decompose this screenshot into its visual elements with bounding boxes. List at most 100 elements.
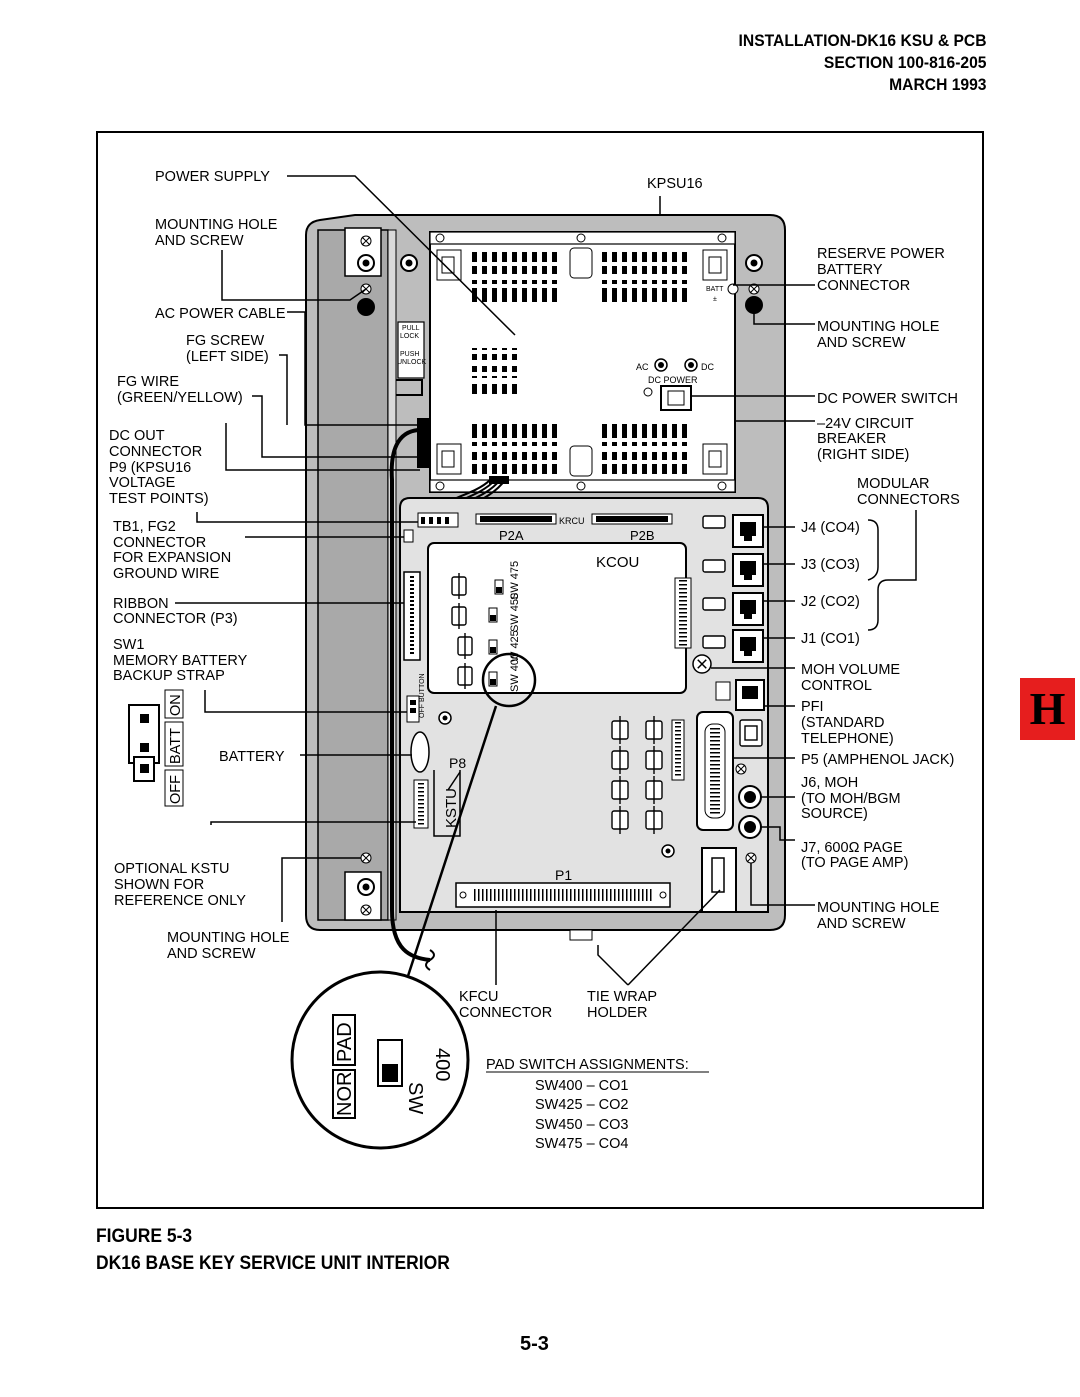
pad-switch-item: SW450 – CO3 [535,1117,629,1133]
pad-switch-assignments: PAD SWITCH ASSIGNMENTS: SW400 – CO1 SW42… [486,1057,709,1152]
board-p8: P8 [449,755,466,771]
figure-number: FIGURE 5-3 [96,1226,193,1247]
board-unlock: UNLOCK [397,359,427,366]
page-header: INSTALLATION-DK16 KSU & PCB SECTION 100-… [738,30,986,96]
label-mh-bottom: MOUNTING HOLE [167,930,290,946]
header-line-2: SECTION 100-816-205 [823,53,986,72]
label-j3: J3 (CO3) [801,557,860,573]
board-sw400: SW 400 [509,653,521,692]
pad-switch-item: SW425 – CO2 [535,1097,629,1113]
label-dc-out-4: VOLTAGE [109,475,176,491]
label-dc-power-switch: DC POWER SWITCH [817,391,958,407]
label-mh-right-2: AND SCREW [817,335,906,351]
header-line-3: MARCH 1993 [888,75,986,94]
label-pfi-3: TELEPHONE) [801,731,894,747]
label-sw1-3: BACKUP STRAP [113,668,225,684]
label-ribbon-2: CONNECTOR (P3) [113,611,238,627]
board-lock: LOCK [400,333,419,340]
page-number: 5-3 [520,1333,549,1355]
label-ribbon: RIBBON [113,596,169,612]
label-tb1-4: GROUND WIRE [113,566,220,582]
label-circuit: –24V CIRCUIT [817,416,914,432]
fg-screw [357,298,375,316]
board-p2a: P2A [499,528,524,543]
label-tie-wrap-2: HOLDER [587,1005,647,1021]
zoom-pad: PAD [334,1022,356,1062]
memory-battery [410,731,430,773]
label-dc-out-2: CONNECTOR [109,444,202,460]
label-mh2: AND SCREW [155,233,244,249]
label-fg-wire-color: (GREEN/YELLOW) [117,390,243,406]
board-sw450: SW 450 [509,593,521,632]
board-krcu: KRCU [559,516,585,526]
board-dc: DC [701,362,714,372]
label-fg-screw: FG SCREW [186,333,264,349]
label-p5: P5 (AMPHENOL JACK) [801,752,954,768]
board-push: PUSH [400,351,419,358]
label-j4: J4 (CO4) [801,520,860,536]
label-fg-screw-side: (LEFT SIDE) [186,349,269,365]
board-p2b: P2B [630,528,655,543]
label-kfcu: KFCU [459,989,498,1005]
label-j7-2: (TO PAGE AMP) [801,855,908,871]
board-p1: P1 [555,867,572,883]
figure-title: DK16 BASE KEY SERVICE UNIT INTERIOR [96,1253,450,1274]
label-power-supply: POWER SUPPLY [155,169,270,185]
label-moh-2: CONTROL [801,678,872,694]
label-tb1: TB1, FG2 [113,519,176,535]
label-pfi-2: (STANDARD [801,715,885,731]
pad-switch-item: SW400 – CO1 [535,1078,629,1094]
label-mh-bottom-2: AND SCREW [167,946,256,962]
label-kfcu-2: CONNECTOR [459,1005,552,1021]
label-kpsu16: KPSU16 [647,176,703,192]
label-modular-2: CONNECTORS [857,492,960,508]
zoom-nor: NOR [334,1072,356,1116]
label-optional-3: REFERENCE ONLY [114,893,246,909]
dc-out-connector [417,418,429,468]
label-optional-kstu: OPTIONAL KSTU [114,861,229,877]
label-modular: MODULAR [857,476,930,492]
label-reserve-3: CONNECTOR [817,278,910,294]
label-j6-3: SOURCE) [801,806,868,822]
strap-off-label: OFF [168,775,184,804]
board-pull: PULL [402,325,420,332]
strap-batt-label: BATT [168,728,184,764]
modular-jacks [732,514,764,663]
label-circuit-2: BREAKER [817,431,886,447]
mounting-hole-top-right [745,296,763,314]
zoom-400: 400 [431,1048,453,1081]
board-kcou: KCOU [596,554,639,571]
board-kstu: KSTU [443,788,460,828]
label-mh-br-2: AND SCREW [817,916,906,932]
board-dc-power: DC POWER [648,375,698,385]
board-off-button: OFF BUTTON [419,673,426,718]
board-pm: ± [713,296,717,303]
label-tb1-2: CONNECTOR [113,535,206,551]
label-optional-2: SHOWN FOR [114,877,204,893]
pad-switch-title: PAD SWITCH ASSIGNMENTS: [486,1057,689,1073]
label-mh1: MOUNTING HOLE [155,217,278,233]
label-sw1: SW1 [113,637,144,653]
label-reserve: RESERVE POWER [817,246,945,262]
figure-frame [96,131,984,1209]
label-reserve-2: BATTERY [817,262,883,278]
label-ac-power-cable: AC POWER CABLE [155,306,286,322]
label-j1: J1 (CO1) [801,631,860,647]
label-dc-out: DC OUT [109,428,165,444]
strap-on-label: ON [168,694,184,716]
label-tb1-3: FOR EXPANSION [113,550,231,566]
label-j6-2: (TO MOH/BGM [801,791,901,807]
label-pfi: PFI [801,699,824,715]
label-j6: J6, MOH [801,775,858,791]
board-batt: BATT [706,286,724,293]
zoom-sw: SW [404,1082,426,1114]
power-supply-kpsu16 [429,231,739,493]
label-mh-right: MOUNTING HOLE [817,319,940,335]
label-battery: BATTERY [219,749,285,765]
board-sw425: W 425 [509,630,521,662]
board-ac: AC [636,362,649,372]
left-channel [317,229,389,921]
sw1-strap-detail [128,689,184,807]
label-dc-out-3: P9 (KPSU16 [109,460,191,476]
